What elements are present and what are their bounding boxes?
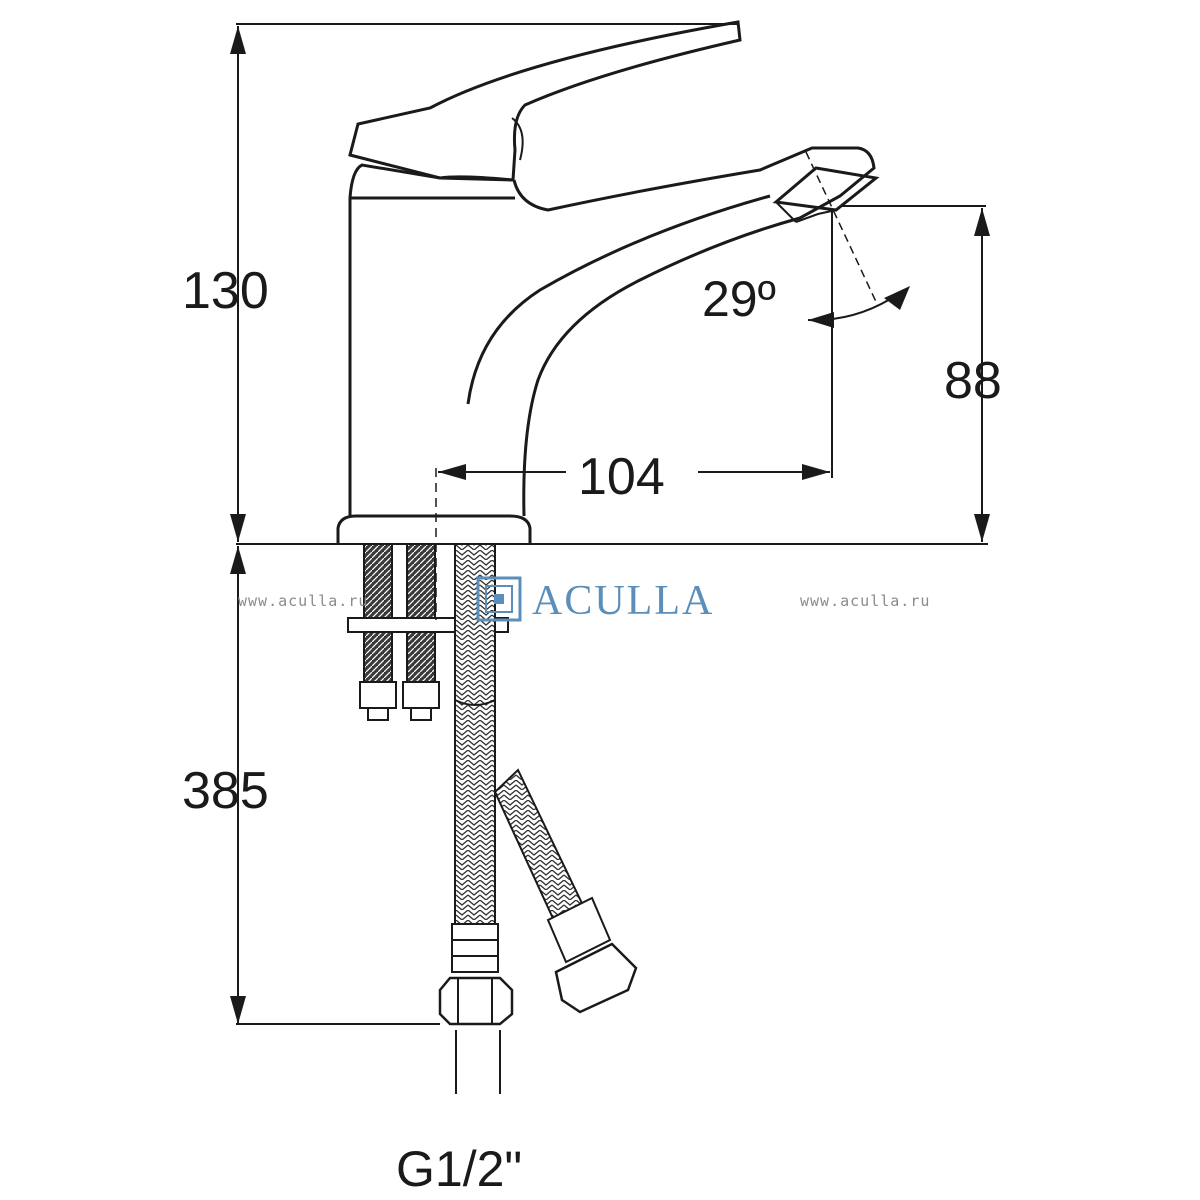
mounting-rods	[347, 543, 509, 721]
brand-logo-icon	[476, 576, 522, 622]
spout-height-label: 88	[944, 352, 1002, 410]
spout-angle-label: 29º	[702, 271, 776, 327]
hose-length-label: 385	[182, 762, 269, 820]
dimension-lines	[230, 23, 990, 1094]
total-height-label: 130	[182, 262, 269, 320]
watermark: www.aculla.ru www.aculla.ru ACULLA	[238, 576, 930, 624]
faucet-body	[336, 20, 880, 544]
watermark-url-right: www.aculla.ru	[800, 592, 930, 610]
flex-hoses	[438, 543, 638, 1026]
spout-reach-label: 104	[578, 448, 665, 506]
connection-thread-label: G1/2"	[396, 1141, 522, 1197]
watermark-brand: ACULLA	[532, 578, 714, 624]
watermark-url-left: www.aculla.ru	[238, 592, 368, 610]
